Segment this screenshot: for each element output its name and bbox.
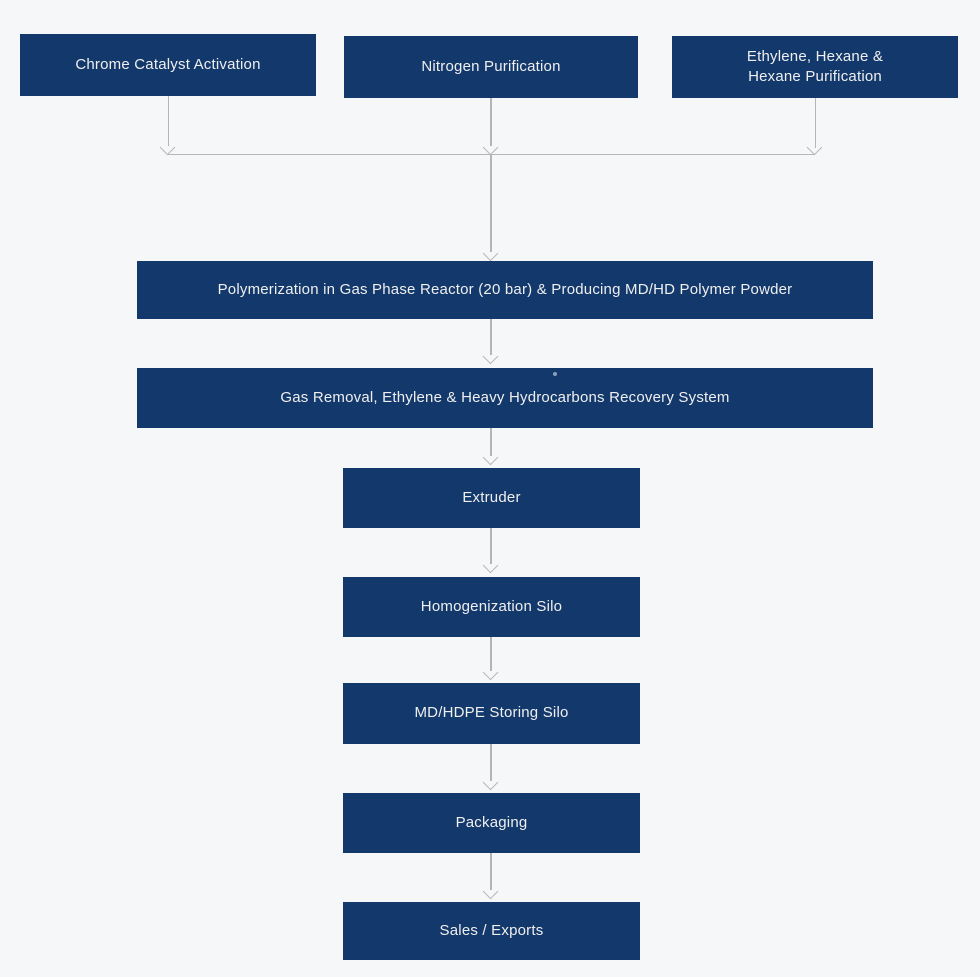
speck-artifact [553,372,557,376]
connector-center-vertical-lower [490,154,492,252]
node-chrome-catalyst-activation: Chrome Catalyst Activation [20,34,316,96]
arrowhead-down-to-sales-icon [482,883,499,900]
arrowhead-down-to-homogenization-icon [482,557,499,574]
arrowhead-down-to-storing-icon [482,664,499,681]
arrowhead-down-to-extruder-icon [482,449,499,466]
connector-left-vertical [167,96,169,146]
node-homogenization-silo: Homogenization Silo [343,577,640,637]
connector-right-vertical [814,98,816,148]
node-packaging: Packaging [343,793,640,853]
connector-center-vertical-upper [490,98,492,146]
connector-homogenization-to-storing [490,637,492,671]
node-sales-exports: Sales / Exports [343,902,640,960]
node-polymerization-reactor: Polymerization in Gas Phase Reactor (20 … [137,261,873,319]
node-ethylene-hexane-purification: Ethylene, Hexane & Hexane Purification [672,36,958,98]
connector-gasremoval-to-extruder [490,428,492,456]
node-mdhdpe-storing-silo: MD/HDPE Storing Silo [343,683,640,744]
node-nitrogen-purification: Nitrogen Purification [344,36,638,98]
arrowhead-down-to-gasremoval-icon [482,348,499,365]
connector-packaging-to-sales [490,853,492,890]
arrowhead-down-to-polymerization-icon [482,245,499,262]
node-extruder: Extruder [343,468,640,528]
connector-extruder-to-homogenization [490,528,492,564]
arrowhead-down-to-packaging-icon [482,774,499,791]
connector-poly-to-gasremoval [490,319,492,355]
node-gas-removal-recovery: Gas Removal, Ethylene & Heavy Hydrocarbo… [137,368,873,428]
connector-storing-to-packaging [490,744,492,781]
